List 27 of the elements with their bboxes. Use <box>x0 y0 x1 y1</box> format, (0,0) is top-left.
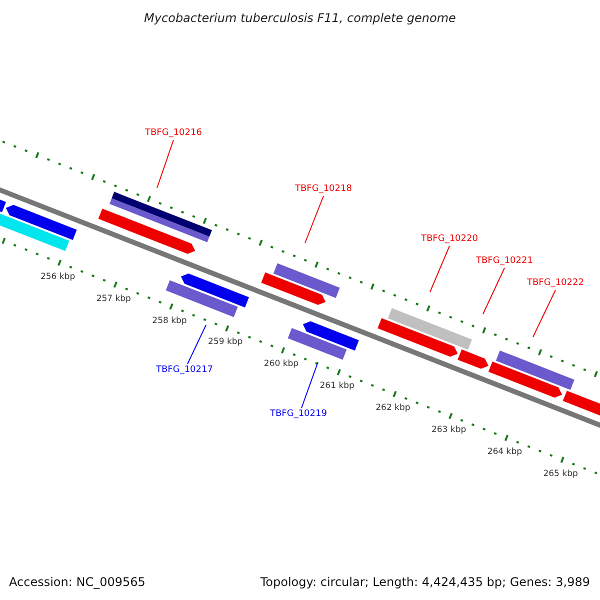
scale-label: 260 kbp <box>264 360 299 369</box>
gene-label: TBFG_10218 <box>295 185 352 194</box>
scale-label: 256 kbp <box>40 272 76 282</box>
leader-line <box>301 362 318 408</box>
scale-label: 259 kbp <box>208 338 243 347</box>
leader-line <box>430 246 450 292</box>
leader-line <box>156 140 174 188</box>
scale-label: 263 kbp <box>431 426 466 435</box>
diagram-title: Mycobacterium tuberculosis F11, complete genome <box>143 12 457 24</box>
scale-label: 258 kbp <box>152 316 187 326</box>
leader-line <box>482 268 505 314</box>
scale-label: 257 kbp <box>96 294 131 304</box>
gene-label: TBFG_10220 <box>421 235 478 244</box>
gene-label: TBFG_10222 <box>527 279 584 288</box>
gene-label: TBFG_10219 <box>270 410 327 419</box>
scale-label: 265 kbp <box>543 470 578 478</box>
leader-line <box>304 196 324 244</box>
scale-label: 264 kbp <box>487 448 522 456</box>
gene-label: TBFG_10216 <box>145 129 202 138</box>
leader-line <box>187 324 206 364</box>
leader-line <box>532 290 556 338</box>
scale-label: 261 kbp <box>320 382 354 391</box>
accession-text: Accession: NC_009565 <box>9 576 146 588</box>
gene-label: TBFG_10221 <box>476 257 533 266</box>
gene-label: TBFG_10217 <box>156 366 213 375</box>
genome-info-text: Topology: circular; Length: 4,424,435 bp; Genes: 3,989 <box>260 576 590 588</box>
scale-label: 262 kbp <box>376 404 410 413</box>
